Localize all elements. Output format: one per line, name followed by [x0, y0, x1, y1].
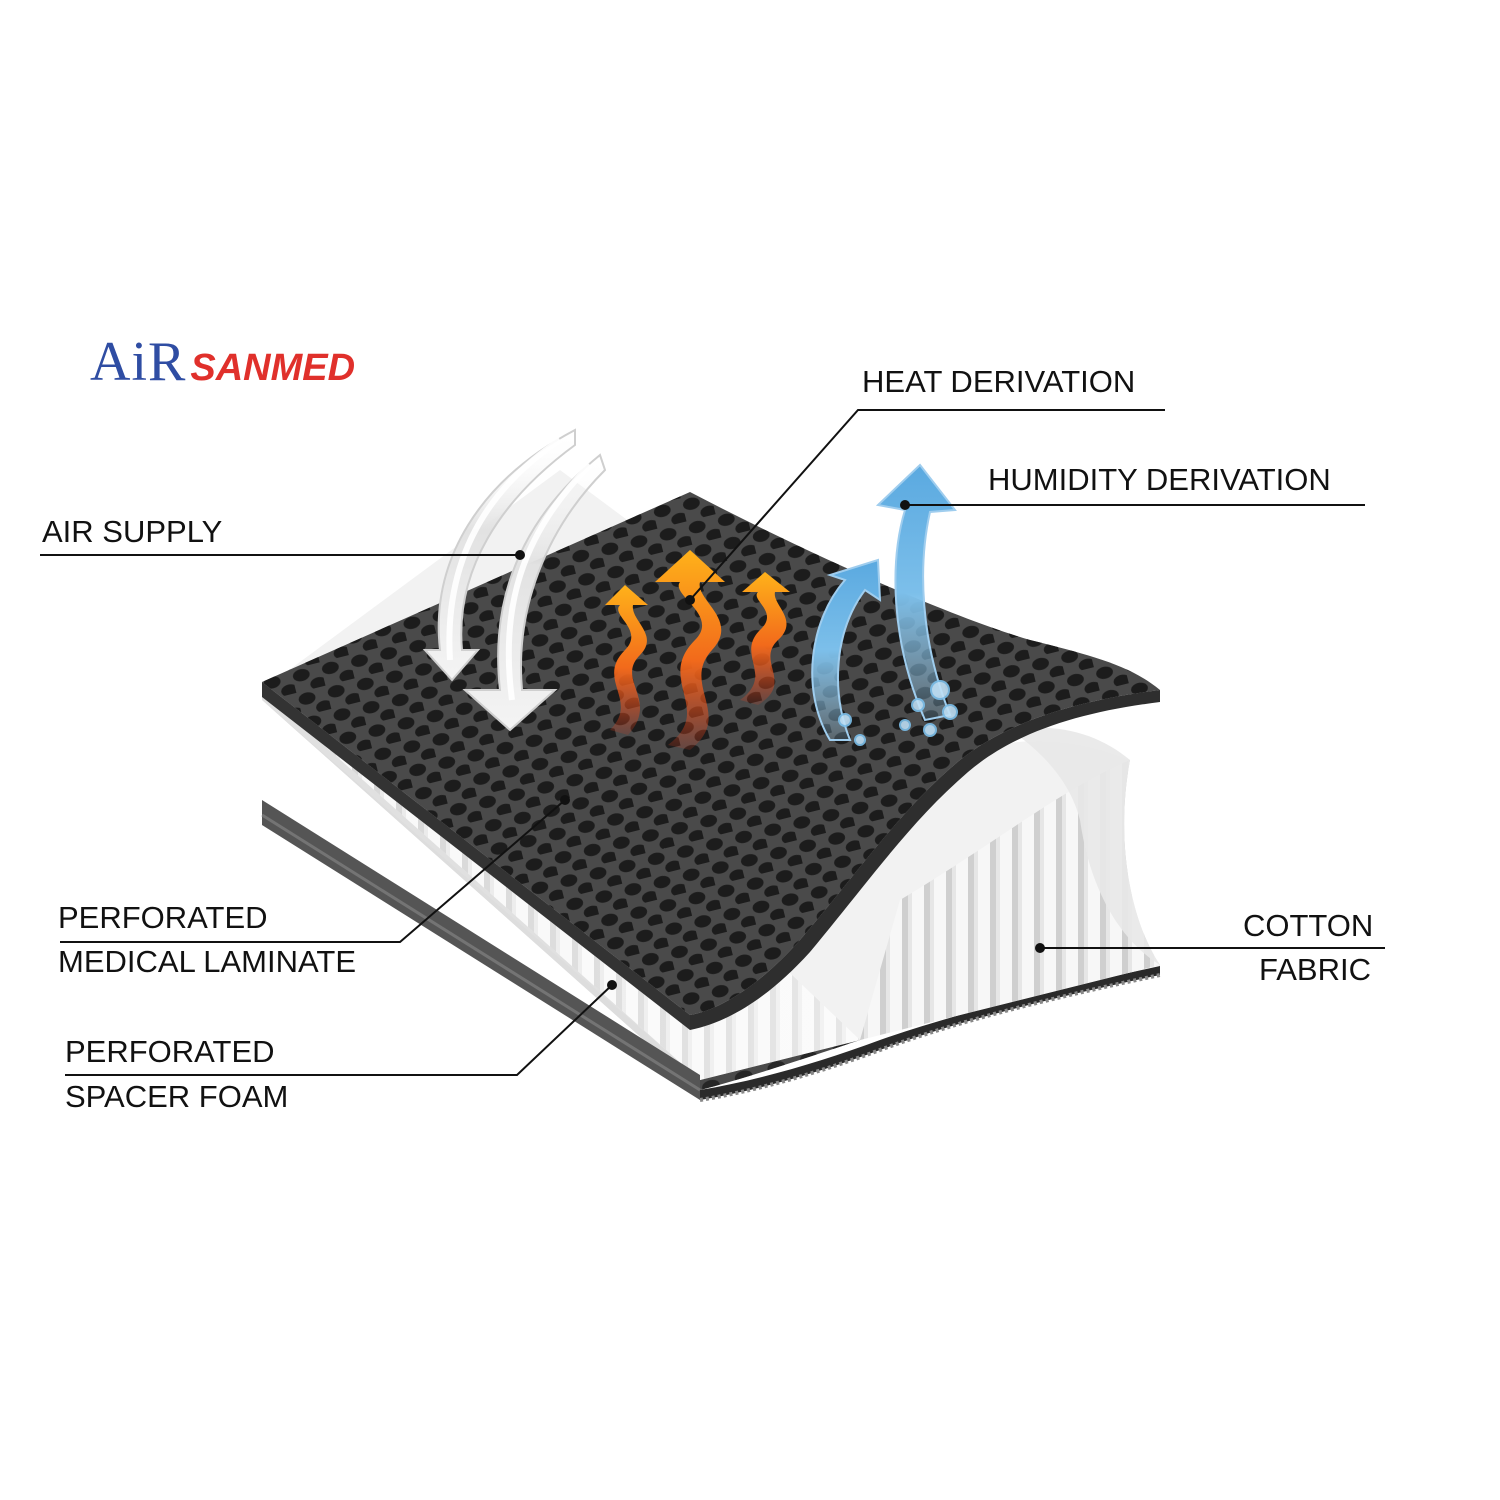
label-perforated-medical-laminate-line2: MEDICAL LAMINATE: [58, 944, 356, 979]
label-air-supply: AIR SUPPLY: [42, 514, 223, 549]
heat-arrows: [605, 550, 790, 750]
leader-dots: [515, 500, 1045, 990]
logo-air-text: AiR: [90, 331, 187, 393]
label-cotton-fabric-line2: FABRIC: [1259, 952, 1371, 987]
label-heat-derivation: HEAT DERIVATION: [862, 364, 1136, 399]
logo-sanmed-text: SANMED: [190, 347, 356, 389]
label-perforated-spacer-foam-line1: PERFORATED: [65, 1034, 275, 1069]
humidity-arrows: [811, 463, 958, 746]
label-humidity-derivation: HUMIDITY DERIVATION: [988, 462, 1331, 497]
label-perforated-medical-laminate-line1: PERFORATED: [58, 900, 268, 935]
label-perforated-spacer-foam-line2: SPACER FOAM: [65, 1079, 289, 1114]
leader-lines: [40, 409, 1385, 1076]
label-cotton-fabric-line1: COTTON: [1243, 908, 1374, 943]
perforated-laminate-layer: [262, 492, 1160, 1030]
